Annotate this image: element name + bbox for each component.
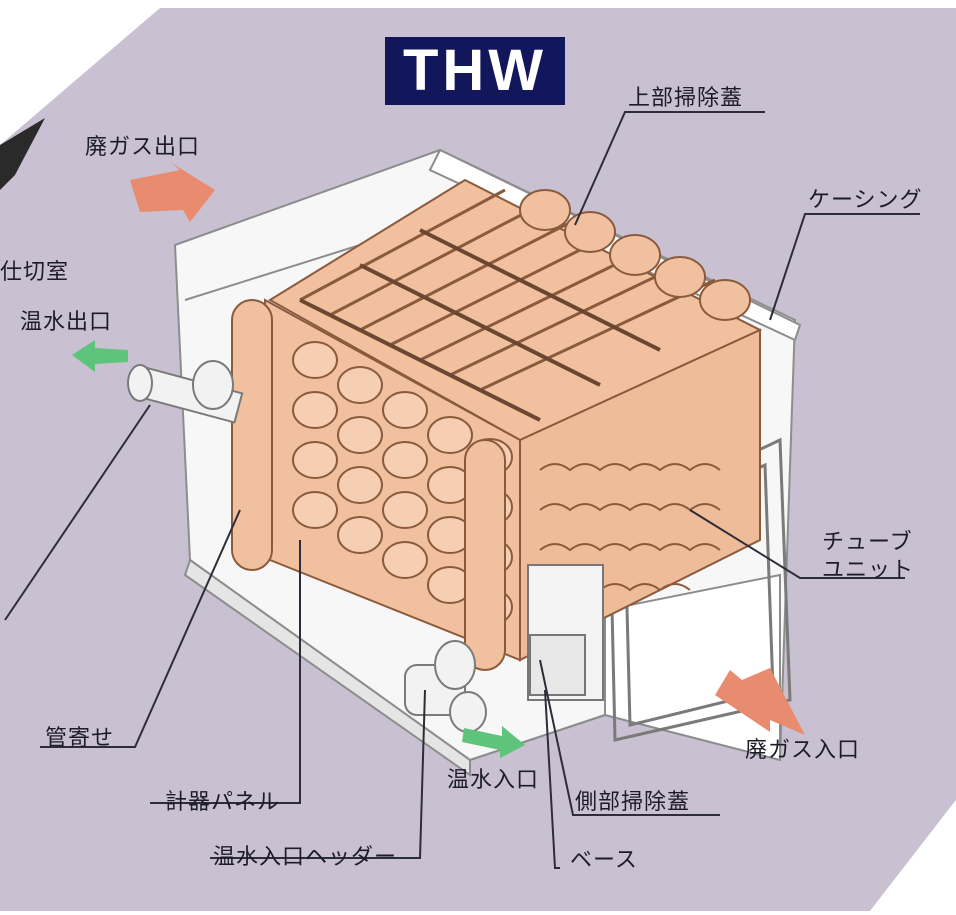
label-tube-unit-line2: ユニット — [822, 558, 915, 583]
hot-water-outlet-pipe — [127, 360, 244, 424]
label-casing: ケーシング — [808, 188, 923, 213]
label-exhaust-gas-outlet: 廃ガス出口 — [85, 135, 201, 160]
label-exhaust-gas-inlet: 廃ガス入口 — [745, 738, 861, 763]
hot-water-inlet-arrow-icon — [462, 726, 525, 758]
diagram-title: THW — [385, 37, 565, 105]
hot-water-inlet-pipe — [404, 640, 487, 733]
exhaust-gas-inlet-arrow-icon — [715, 668, 805, 735]
tube-header — [231, 299, 506, 671]
instrument-panel-shape — [527, 564, 604, 701]
u-bend-tubes — [519, 189, 751, 321]
leader-lines — [4, 111, 920, 869]
exhaust-gas-outlet-arrow-icon — [130, 162, 215, 222]
label-hot-water-outlet: 温水出口 — [20, 310, 113, 335]
hot-water-outlet-arrow-icon — [72, 340, 128, 372]
tube-bundle-top — [268, 178, 763, 442]
label-tube-header: 管寄せ — [45, 726, 115, 751]
label-base: ベース — [570, 848, 638, 873]
corner-bottom — [870, 800, 956, 911]
label-side-cleaning-cover: 側部掃除蓋 — [575, 790, 691, 815]
label-upper-cleaning-cover: 上部掃除蓋 — [628, 86, 744, 111]
dark-corner-top — [0, 118, 45, 190]
label-partition: 仕切室 — [0, 260, 70, 285]
label-hot-water-inlet-header: 温水入口ヘッダー — [213, 845, 398, 870]
label-instrument-panel: 計器パネル — [165, 790, 281, 815]
label-tube-unit-line1: チューブ — [822, 530, 913, 555]
label-hot-water-inlet: 温水入口 — [447, 768, 540, 793]
